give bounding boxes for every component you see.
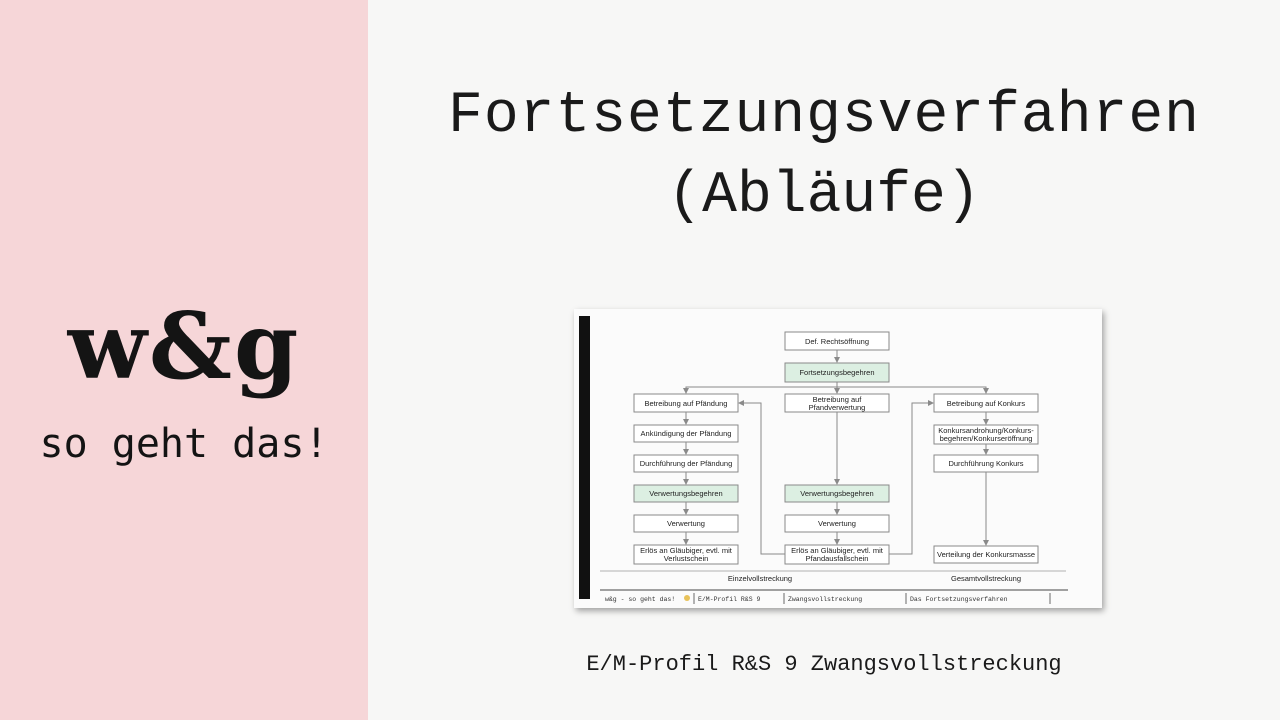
svg-text:Verwertungsbegehren: Verwertungsbegehren [800, 489, 873, 498]
svg-text:begehren/Konkurseröffnung: begehren/Konkurseröffnung [940, 434, 1033, 443]
title-line-2: (Abläufe) [667, 164, 981, 229]
svg-text:Betreibung auf Konkurs: Betreibung auf Konkurs [947, 399, 1026, 408]
footer-topic: Zwangsvollstreckung [788, 596, 862, 603]
logo: w&g [67, 292, 301, 400]
box-erloes-pfandausfallschein: Erlös an Gläubiger, evtl. mit Pfandausfa… [784, 544, 890, 565]
footer-profile: E/M-Profil R&S 9 [698, 596, 761, 603]
box-betreibung-konkurs: Betreibung auf Konkurs [933, 393, 1039, 413]
svg-text:Pfandverwertung: Pfandverwertung [809, 403, 866, 412]
svg-text:Fortsetzungsbegehren: Fortsetzungsbegehren [799, 368, 874, 377]
flow-diagram-image: Def. Rechtsöffnung Fortsetzungsbegehren … [574, 309, 1102, 608]
box-fortsetzungsbegehren: Fortsetzungsbegehren [784, 362, 890, 383]
footer-brand: w&g - so geht das! [605, 596, 675, 603]
side-bar [579, 316, 590, 599]
box-def-rechtsoeffnung: Def. Rechtsöffnung [784, 331, 890, 351]
box-durchfuehrung-konkurs: Durchführung Konkurs [933, 454, 1039, 473]
svg-text:Konkursandrohung/Konkurs-: Konkursandrohung/Konkurs- [938, 426, 1034, 435]
svg-text:Betreibung auf Pfändung: Betreibung auf Pfändung [645, 399, 728, 408]
svg-text:Verwertung: Verwertung [667, 519, 705, 528]
box-verwertung-middle: Verwertung [784, 514, 890, 533]
box-verteilung-konkursmasse: Verteilung der Konkursmasse [933, 545, 1039, 564]
caption: E/M-Profil R&S 9 Zwangsvollstreckung [586, 652, 1062, 677]
svg-text:Verteilung der Konkursmasse: Verteilung der Konkursmasse [937, 550, 1035, 559]
flow-diagram: Def. Rechtsöffnung Fortsetzungsbegehren … [579, 316, 1068, 604]
label-gesamtvollstreckung: Gesamtvollstreckung [951, 574, 1021, 583]
svg-text:Durchführung Konkurs: Durchführung Konkurs [948, 459, 1023, 468]
title-line-1: Fortsetzungsverfahren [448, 84, 1200, 149]
box-verwertungsbegehren-middle: Verwertungsbegehren [784, 484, 890, 503]
footer-chapter: Das Fortsetzungsverfahren [910, 596, 1008, 603]
svg-text:Erlös an Gläubiger, evtl. mit: Erlös an Gläubiger, evtl. mit [640, 546, 733, 555]
svg-text:Verwertungsbegehren: Verwertungsbegehren [649, 489, 722, 498]
svg-text:Pfandausfallschein: Pfandausfallschein [806, 554, 869, 563]
svg-text:Ankündigung der Pfändung: Ankündigung der Pfändung [641, 429, 732, 438]
tagline: so geht das! [39, 421, 329, 467]
box-durchfuehrung-pfaendung: Durchführung der Pfändung [633, 454, 739, 473]
box-ankuendigung-pfaendung: Ankündigung der Pfändung [633, 424, 739, 443]
box-verwertungsbegehren-left: Verwertungsbegehren [633, 484, 739, 503]
svg-text:Def. Rechtsöffnung: Def. Rechtsöffnung [805, 337, 869, 346]
sun-icon [684, 595, 690, 601]
svg-text:Durchführung der Pfändung: Durchführung der Pfändung [640, 459, 733, 468]
svg-text:Erlös an Gläubiger, evtl. mit: Erlös an Gläubiger, evtl. mit [791, 546, 884, 555]
brand-panel: w&g so geht das! [0, 0, 368, 720]
box-verwertung-left: Verwertung [633, 514, 739, 533]
label-einzelvollstreckung: Einzelvollstreckung [728, 574, 792, 583]
svg-text:Betreibung auf: Betreibung auf [813, 395, 863, 404]
box-konkursandrohung: Konkursandrohung/Konkurs- begehren/Konku… [933, 424, 1039, 445]
svg-text:Verlustschein: Verlustschein [664, 554, 709, 563]
box-erloes-verlustschein: Erlös an Gläubiger, evtl. mit Verlustsch… [633, 544, 739, 565]
box-betreibung-pfaendung: Betreibung auf Pfändung [633, 393, 739, 413]
svg-text:Verwertung: Verwertung [818, 519, 856, 528]
box-betreibung-pfandverwertung: Betreibung auf Pfandverwertung [784, 393, 890, 413]
